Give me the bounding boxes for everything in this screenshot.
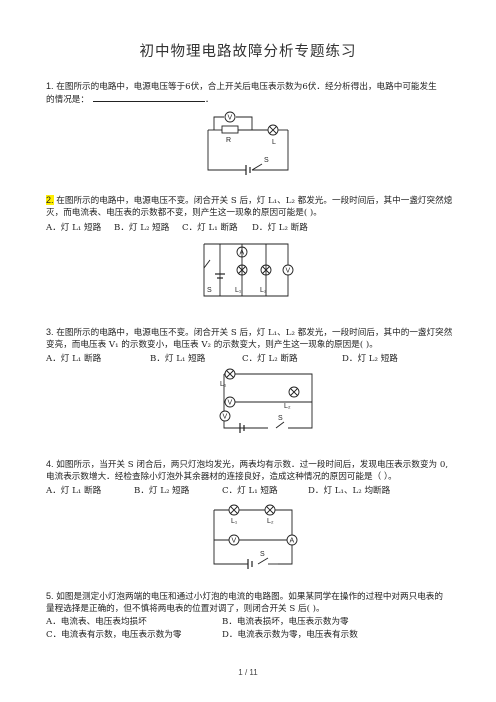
q4-option-b[interactable]: B．灯 L₂ 短路 — [134, 486, 190, 496]
q3-voltmeter2-label: V — [223, 414, 228, 421]
q1-circuit-diagram: V R L S — [207, 111, 289, 175]
q5-option-b[interactable]: B．电流表损坏，电压表示数为零 — [222, 617, 349, 627]
q4-lamp1-label: L₁ — [231, 518, 238, 525]
q1-resistor-label: R — [226, 137, 231, 144]
q1-text2: 的情况是： — [46, 95, 89, 105]
q4-number: 4. — [46, 459, 54, 469]
q4-circuit-diagram: L₁ L₂ V A S — [213, 504, 298, 569]
q4-line2: 电流表示数增大．经检查除小灯泡外其余器材的连接良好，造成这种情况的原因可能是（ … — [46, 471, 397, 483]
q5-text2: 量程选择是正确的，但不慎将两电表的位置对调了，则闭合开关 S 后( )。 — [46, 604, 325, 614]
q2-option-a[interactable]: A．灯 L₁ 短路 — [46, 223, 102, 233]
q3-circuit-diagram: L₁ L₂ V V S — [219, 368, 313, 433]
q1-answer-blank[interactable] — [92, 93, 205, 102]
q2-number: 2. — [46, 195, 54, 205]
q3-lamp2-label: L₂ — [284, 403, 291, 410]
q4-switch-label: S — [260, 551, 265, 558]
q3-option-a[interactable]: A．灯 L₁ 断路 — [46, 354, 102, 364]
page-number: 1 / 11 — [238, 668, 258, 677]
q5-line1: 5. 如图是测定小灯泡两端的电压和通过小灯泡的电流的电路图。如果某同学在操作的过… — [46, 590, 443, 603]
q3-line2: 变亮，而电压表 V₁ 的示数变小，电压表 V₂ 的示数变大，则产生这一现象的原因… — [46, 339, 378, 351]
q2-lamp2-label: L₂ — [260, 287, 267, 294]
q2-switch-label: S — [207, 287, 212, 294]
q3-text2: 变亮，而电压表 V₁ 的示数变小，电压表 V₂ 的示数变大，则产生这一现象的原因… — [46, 340, 378, 350]
q4-text2: 电流表示数增大．经检查除小灯泡外其余器材的连接良好，造成这种情况的原因可能是（ … — [46, 472, 397, 482]
q3-switch-label: S — [278, 415, 283, 422]
q3-line1: 3. 在图所示的电路中，电源电压不变。闭合开关 S 后，灯 L₁、L₂ 都发光，… — [46, 326, 452, 339]
q2-circuit-diagram: A V S L₁ L₂ — [203, 243, 294, 297]
q2-text2: 灭，而电流表、电压表的示数都不变，则产生这一现象的原因可能是( )。 — [46, 208, 322, 218]
q3-voltmeter1-label: V — [228, 400, 233, 407]
q2-option-d[interactable]: D．灯 L₂ 断路 — [252, 223, 308, 233]
q4-ammeter-label: A — [290, 538, 295, 545]
q2-option-b[interactable]: B．灯 L₂ 短路 — [114, 223, 170, 233]
q4-text: 如图所示，当开关 S 闭合后，两只灯泡均发光，两表均有示数．过一段时间后，发现电… — [56, 460, 449, 470]
q1-text: 在图所示的电路中，电源电压等于6伏，合上开关后电压表示数为6伏．经分析得出，电路… — [56, 82, 437, 92]
q2-lamp1-label: L₁ — [235, 287, 242, 294]
q4-line1: 4. 如图所示，当开关 S 闭合后，两只灯泡均发光，两表均有示数．过一段时间后，… — [46, 458, 448, 471]
q3-number: 3. — [46, 327, 54, 337]
q5-option-c[interactable]: C．电流表有示数，电压表示数为零 — [46, 630, 182, 640]
q5-line2: 量程选择是正确的，但不慎将两电表的位置对调了，则闭合开关 S 后( )。 — [46, 603, 325, 615]
q4-option-c[interactable]: C．灯 L₁ 短路 — [222, 486, 278, 496]
q5-number: 5. — [46, 591, 54, 601]
q1-lamp-label: L — [272, 139, 276, 146]
q3-text: 在图所示的电路中，电源电压不变。闭合开关 S 后，灯 L₁、L₂ 都发光，一段时… — [56, 328, 453, 338]
q1-line2: 的情况是： ． — [46, 93, 214, 106]
q1-line1: 1. 在图所示的电路中，电源电压等于6伏，合上开关后电压表示数为6伏．经分析得出… — [46, 80, 437, 93]
q4-lamp2-label: L₂ — [267, 518, 274, 525]
q3-option-b[interactable]: B．灯 L₁ 短路 — [150, 354, 206, 364]
q1-voltmeter-label: V — [228, 115, 233, 122]
q2-voltmeter-label: V — [286, 268, 291, 275]
q3-option-d[interactable]: D．灯 L₂ 短路 — [342, 354, 398, 364]
q4-voltmeter-label: V — [232, 538, 237, 545]
q2-text: 在图所示的电路中，电源电压不变。闭合开关 S 后，灯 L₁、L₂ 都发光。一段时… — [56, 196, 453, 206]
q1-number: 1. — [46, 81, 54, 91]
q2-option-c[interactable]: C．灯 L₁ 断路 — [182, 223, 238, 233]
q2-ammeter-label: A — [240, 250, 245, 257]
q4-option-d[interactable]: D．灯 L₁、L₂ 均断路 — [308, 486, 391, 496]
q5-text: 如图是测定小灯泡两端的电压和通过小灯泡的电流的电路图。如果某同学在操作的过程中对… — [56, 592, 443, 602]
q1-switch-label: S — [264, 157, 269, 164]
q5-option-a[interactable]: A．电流表、电压表均损坏 — [46, 617, 147, 627]
q1-text2-end: ． — [204, 95, 214, 105]
q5-option-d[interactable]: D．电流表示数为零，电压表有示数 — [222, 630, 358, 640]
q2-line2: 灭，而电流表、电压表的示数都不变，则产生这一现象的原因可能是( )。 — [46, 207, 322, 219]
page-title: 初中物理电路故障分析专题练习 — [139, 44, 357, 60]
q3-lamp1-label: L₁ — [220, 381, 227, 388]
q2-line1: 2. 在图所示的电路中，电源电压不变。闭合开关 S 后，灯 L₁、L₂ 都发光。… — [46, 194, 452, 207]
q4-option-a[interactable]: A．灯 L₁ 断路 — [46, 486, 102, 496]
q3-option-c[interactable]: C．灯 L₂ 断路 — [242, 354, 298, 364]
